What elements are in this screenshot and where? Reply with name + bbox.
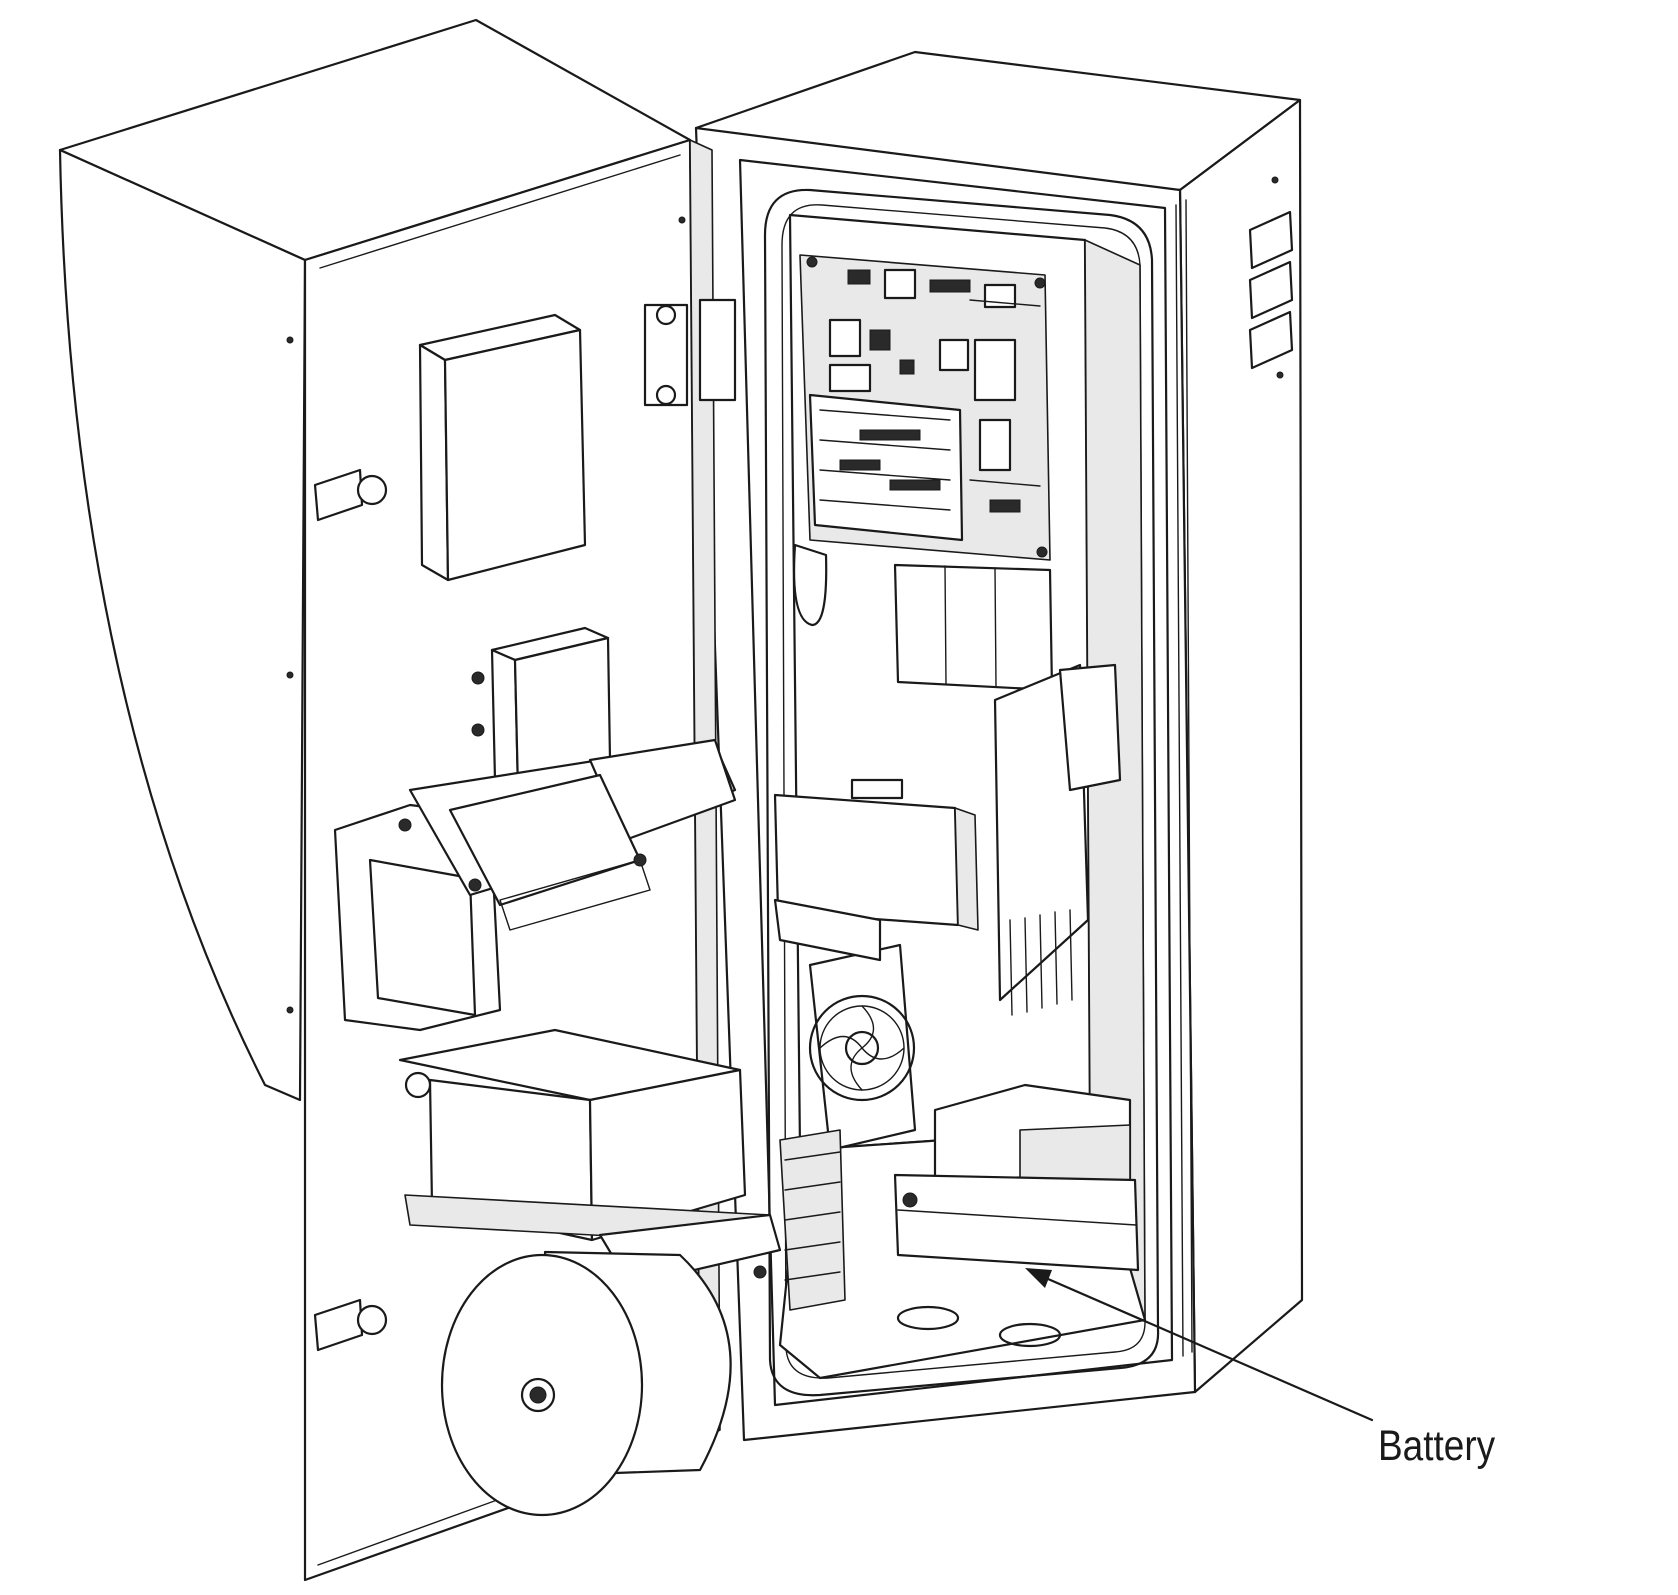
- power-supply: [893, 563, 1054, 692]
- vent-louvers: [1248, 210, 1294, 370]
- callout-arrowhead: [1025, 1268, 1052, 1288]
- coin-acceptor: [333, 738, 737, 1032]
- door-hood: [58, 148, 307, 1102]
- cooling-fan: [773, 898, 917, 1311]
- door-hinge: [643, 298, 737, 407]
- paper-roll: [440, 1250, 767, 1517]
- door-gasket: [763, 188, 1160, 1397]
- battery-label: Battery: [1378, 1422, 1496, 1470]
- relay-box: [773, 778, 979, 931]
- battery: [893, 1083, 1140, 1272]
- door-latch-upper: [313, 468, 388, 522]
- battery-callout: [1025, 1268, 1374, 1422]
- door-latch-lower: [313, 1298, 388, 1352]
- heatsink: [993, 663, 1122, 1016]
- display-module: [418, 313, 587, 582]
- callout-leader-line: [1030, 1270, 1374, 1422]
- ticket-printer: [398, 1028, 782, 1287]
- coin-sensor-box: [471, 626, 612, 792]
- control-board: [799, 254, 1051, 561]
